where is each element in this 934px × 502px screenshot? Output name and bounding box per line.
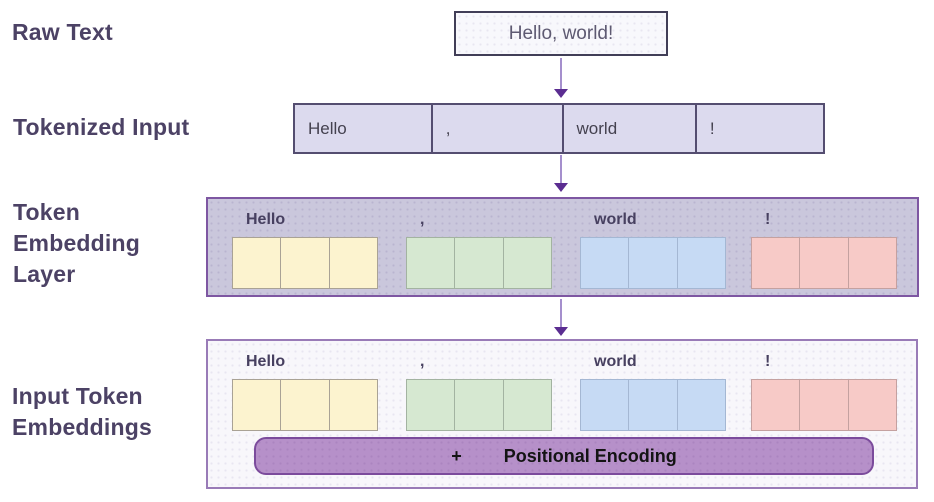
token-group-hello: Hello bbox=[232, 350, 378, 431]
input-token-embeddings-container: + Positional Encoding Hello, world! bbox=[206, 339, 918, 489]
embedding-cell bbox=[848, 237, 897, 289]
embedding-cell bbox=[800, 237, 849, 289]
arrow-raw-to-tokenized bbox=[560, 58, 562, 89]
token-group-label: world bbox=[594, 211, 637, 228]
embedding-cell bbox=[455, 379, 504, 431]
embedding-cell bbox=[281, 237, 330, 289]
token-group-comma: , bbox=[406, 350, 552, 431]
positional-encoding-bar: + Positional Encoding bbox=[254, 437, 874, 475]
token-group-exclamation: ! bbox=[751, 350, 897, 431]
embedding-cell bbox=[677, 379, 726, 431]
embedding-cell bbox=[329, 379, 378, 431]
token-group-comma: , bbox=[406, 208, 552, 289]
token-cell-hello: Hello bbox=[308, 118, 347, 138]
positional-encoding-label: Positional Encoding bbox=[503, 445, 677, 466]
embedding-cell bbox=[503, 379, 552, 431]
embedding-cell bbox=[503, 237, 552, 289]
tokenized-input-row: Hello,world! bbox=[293, 103, 825, 154]
embedding-cell bbox=[580, 237, 630, 289]
embedding-vector bbox=[232, 379, 378, 431]
token-group-label: , bbox=[420, 353, 425, 370]
embedding-cell bbox=[751, 237, 801, 289]
token-group-label: Hello bbox=[246, 211, 286, 228]
token-group-label: ! bbox=[765, 353, 771, 370]
token-group-label: Hello bbox=[246, 353, 286, 370]
token-group-exclamation: ! bbox=[751, 208, 897, 289]
token-group-world: world bbox=[580, 350, 726, 431]
input-token-embeddings-heading: Input Token Embeddings bbox=[12, 383, 153, 440]
token-embedding-layer-heading: Token Embedding Layer bbox=[13, 199, 141, 287]
embedding-cell bbox=[629, 379, 678, 431]
embedding-cell bbox=[580, 379, 630, 431]
token-group-label: ! bbox=[765, 211, 771, 228]
token-group-hello: Hello bbox=[232, 208, 378, 289]
token-group-world: world bbox=[580, 208, 726, 289]
embedding-cell bbox=[406, 237, 456, 289]
token-cell-world: world bbox=[561, 105, 695, 152]
tokenized-input-heading: Tokenized Input bbox=[13, 114, 190, 140]
embedding-vector bbox=[406, 379, 552, 431]
embedding-cell bbox=[751, 379, 801, 431]
plus-sign: + bbox=[451, 445, 462, 466]
embedding-cell bbox=[232, 379, 282, 431]
token-embedding-layer-container: Hello, world! bbox=[206, 197, 919, 297]
embedding-vector bbox=[232, 237, 378, 289]
raw-text-box: Hello, world! bbox=[454, 11, 668, 56]
token-group-label: , bbox=[420, 211, 425, 228]
embedding-vector bbox=[751, 379, 897, 431]
embedding-cell bbox=[232, 237, 282, 289]
embedding-cell bbox=[677, 237, 726, 289]
embedding-vector bbox=[580, 379, 726, 431]
embedding-cell bbox=[629, 237, 678, 289]
embedding-cell bbox=[455, 237, 504, 289]
embedding-cell bbox=[848, 379, 897, 431]
embedding-vector bbox=[751, 237, 897, 289]
embedding-cell bbox=[281, 379, 330, 431]
token-cell-comma: , bbox=[430, 105, 562, 152]
embedding-cell bbox=[800, 379, 849, 431]
arrow-tokenized-to-embedding bbox=[560, 155, 562, 183]
raw-text-heading: Raw Text bbox=[12, 19, 113, 45]
token-group-label: world bbox=[594, 353, 637, 370]
embedding-cell bbox=[329, 237, 378, 289]
embedding-cell bbox=[406, 379, 456, 431]
token-cell-exclamation: ! bbox=[694, 105, 823, 152]
arrow-embedding-to-input bbox=[560, 299, 562, 327]
embedding-vector bbox=[406, 237, 552, 289]
embedding-vector bbox=[580, 237, 726, 289]
